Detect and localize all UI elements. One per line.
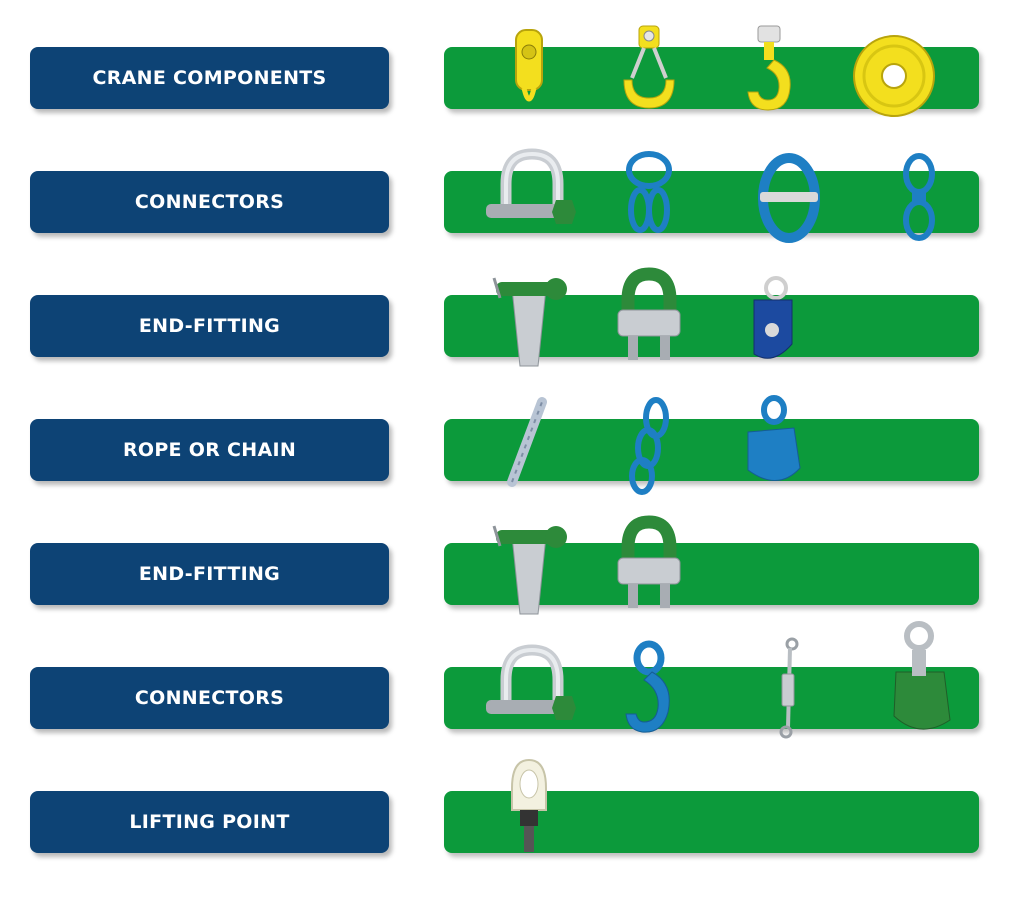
swivel-lifting-eye-bolt-icon[interactable] <box>464 744 594 868</box>
product-images <box>444 620 979 744</box>
swivel-hook-icon[interactable] <box>704 0 834 124</box>
wire-rope-clip-icon[interactable] <box>584 496 714 620</box>
self-locking-hook-icon[interactable] <box>584 620 714 744</box>
crane-hook-block-icon[interactable] <box>584 0 714 124</box>
bow-shackle-icon[interactable] <box>464 620 594 744</box>
sheave-wheel-icon[interactable] <box>829 0 959 124</box>
wire-rope-clip-icon[interactable] <box>584 248 714 372</box>
category-row: ROPE OR CHAIN <box>0 372 1030 496</box>
product-images <box>444 0 979 124</box>
grab-hook-icon[interactable] <box>704 372 834 496</box>
category-row: END-FITTING <box>0 496 1030 620</box>
category-label[interactable]: CRANE COMPONENTS <box>30 47 389 109</box>
category-label[interactable]: ROPE OR CHAIN <box>30 419 389 481</box>
pulley-block-icon[interactable] <box>464 0 594 124</box>
product-images <box>444 372 979 496</box>
snatch-block-icon[interactable] <box>704 248 834 372</box>
connecting-link-icon[interactable] <box>724 124 854 248</box>
master-link-assembly-icon[interactable] <box>584 124 714 248</box>
category-row: CRANE COMPONENTS <box>0 0 1030 124</box>
category-label[interactable]: CONNECTORS <box>30 171 389 233</box>
wire-rope-icon[interactable] <box>464 372 594 496</box>
product-images <box>444 496 979 620</box>
category-row: END-FITTING <box>0 248 1030 372</box>
category-label[interactable]: END-FITTING <box>30 295 389 357</box>
category-label[interactable]: END-FITTING <box>30 543 389 605</box>
turnbuckle-icon[interactable] <box>724 620 854 744</box>
product-strip <box>444 667 979 729</box>
plate-clamp-icon[interactable] <box>854 620 984 744</box>
bow-shackle-icon[interactable] <box>464 124 594 248</box>
product-images <box>444 248 979 372</box>
product-images <box>444 124 979 248</box>
category-row: LIFTING POINT <box>0 744 1030 868</box>
product-images <box>444 744 979 868</box>
category-label[interactable]: LIFTING POINT <box>30 791 389 853</box>
wedge-socket-icon[interactable] <box>464 248 594 372</box>
category-label[interactable]: CONNECTORS <box>30 667 389 729</box>
category-row: CONNECTORS <box>0 620 1030 744</box>
chain-icon[interactable] <box>584 372 714 496</box>
wedge-socket-icon[interactable] <box>464 496 594 620</box>
category-row: CONNECTORS <box>0 124 1030 248</box>
swivel-icon[interactable] <box>854 124 984 248</box>
product-strip <box>444 171 979 233</box>
